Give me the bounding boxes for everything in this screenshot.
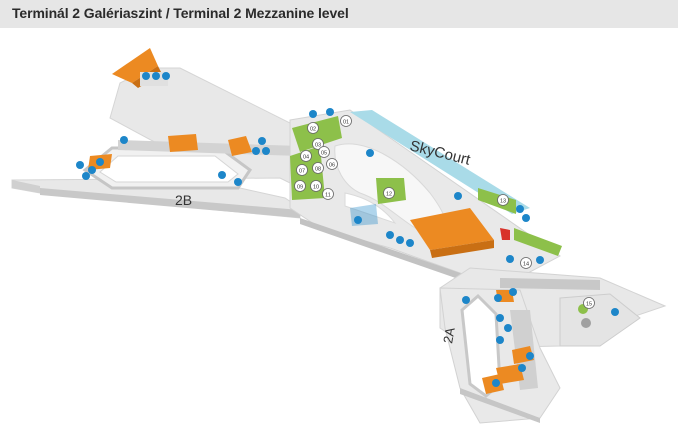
label-pier-2b: 2B <box>175 192 192 208</box>
pier-2b-area <box>11 67 301 219</box>
svg-text:15: 15 <box>586 302 592 308</box>
toilet-icon[interactable] <box>522 214 530 222</box>
svg-text:12: 12 <box>386 192 392 198</box>
poi-08[interactable]: 08 <box>312 162 324 174</box>
svg-text:05: 05 <box>321 151 327 157</box>
toilet-icon[interactable] <box>96 158 104 166</box>
shop-skycourt-large <box>410 208 494 250</box>
svg-text:10: 10 <box>313 185 319 191</box>
poi-07[interactable]: 07 <box>296 164 308 176</box>
pier-2a-area <box>439 287 561 424</box>
poi-10[interactable]: 10 <box>310 180 322 192</box>
poi-01[interactable]: 01 <box>340 115 352 127</box>
svg-text:03: 03 <box>315 143 321 149</box>
baby-care-icon[interactable] <box>76 161 84 169</box>
shop-2b-2 <box>228 136 252 156</box>
accessible-icon[interactable] <box>82 172 90 180</box>
terminal-map[interactable]: SkyCourt 2B 2A 01 02 03 04 05 06 07 08 0… <box>0 28 678 435</box>
svg-text:04: 04 <box>303 155 309 161</box>
svg-text:07: 07 <box>299 169 305 175</box>
lift-icon[interactable] <box>504 324 512 332</box>
info-icon[interactable] <box>142 72 150 80</box>
accessible-icon[interactable] <box>406 239 414 247</box>
toilet-icon[interactable] <box>518 364 526 372</box>
green-zone-5 <box>514 228 562 256</box>
toilet-icon[interactable] <box>494 294 502 302</box>
toilet-icon[interactable] <box>386 231 394 239</box>
wifi-icon[interactable] <box>509 288 517 296</box>
page-title: Terminál 2 Galériaszint / Terminal 2 Mez… <box>12 5 349 21</box>
info-icon[interactable] <box>354 216 362 224</box>
lift-icon[interactable] <box>506 255 514 263</box>
poi-12[interactable]: 12 <box>383 187 395 199</box>
poi-03[interactable]: 03 <box>312 138 324 150</box>
accessible-icon[interactable] <box>496 336 504 344</box>
svg-text:09: 09 <box>297 185 303 191</box>
you-are-here-marker <box>500 228 510 240</box>
svg-text:01: 01 <box>343 120 349 126</box>
poi-05[interactable]: 05 <box>318 146 330 158</box>
svg-text:06: 06 <box>329 163 335 169</box>
stairs-icon[interactable] <box>536 256 544 264</box>
shop-2a-3 <box>496 364 524 384</box>
shop-2b-1 <box>168 134 198 152</box>
info-icon[interactable] <box>309 110 317 118</box>
poi-14[interactable]: 14 <box>520 257 532 269</box>
escalator-icon[interactable] <box>218 171 226 179</box>
poi-06[interactable]: 06 <box>326 158 338 170</box>
poi-13[interactable]: 13 <box>497 194 509 206</box>
info-icon[interactable] <box>611 308 619 316</box>
escalator-icon[interactable] <box>454 192 462 200</box>
poi-04[interactable]: 04 <box>300 150 312 162</box>
info-icon[interactable] <box>496 314 504 322</box>
poi-11[interactable]: 11 <box>322 188 334 200</box>
poi-15[interactable]: 15 <box>583 297 595 309</box>
svg-text:11: 11 <box>325 193 331 199</box>
label-pier-2a: 2A <box>440 326 458 345</box>
floor-plan-svg: SkyCourt 2B 2A 01 02 03 04 05 06 07 08 0… <box>11 48 667 424</box>
service-icons <box>76 72 619 387</box>
lift-icon[interactable] <box>262 147 270 155</box>
svg-text:02: 02 <box>310 127 316 133</box>
wifi-icon[interactable] <box>162 72 170 80</box>
green-zone-1 <box>292 116 342 152</box>
lift-icon[interactable] <box>396 236 404 244</box>
svg-text:14: 14 <box>523 262 529 268</box>
info-icon[interactable] <box>516 205 524 213</box>
skycourt-glass <box>350 110 530 214</box>
poi-02[interactable]: 02 <box>307 122 319 134</box>
skycourt-area <box>289 109 562 289</box>
escalator-icon[interactable] <box>462 296 470 304</box>
svg-text:08: 08 <box>315 167 321 173</box>
info-icon[interactable] <box>258 137 266 145</box>
page-header: Terminál 2 Galériaszint / Terminal 2 Mez… <box>0 0 678 28</box>
stairs-icon[interactable] <box>234 178 242 186</box>
escalator-icon[interactable] <box>366 149 374 157</box>
info-icon[interactable] <box>120 136 128 144</box>
toilet-icon[interactable] <box>326 108 334 116</box>
toilet-icon[interactable] <box>152 72 160 80</box>
lift-icon[interactable] <box>88 166 96 174</box>
info-icon[interactable] <box>526 352 534 360</box>
toilet-icon[interactable] <box>252 147 260 155</box>
green-zone-4 <box>478 188 516 214</box>
escalator-icon[interactable] <box>492 379 500 387</box>
poi-09[interactable]: 09 <box>294 180 306 192</box>
svg-text:13: 13 <box>500 199 506 205</box>
